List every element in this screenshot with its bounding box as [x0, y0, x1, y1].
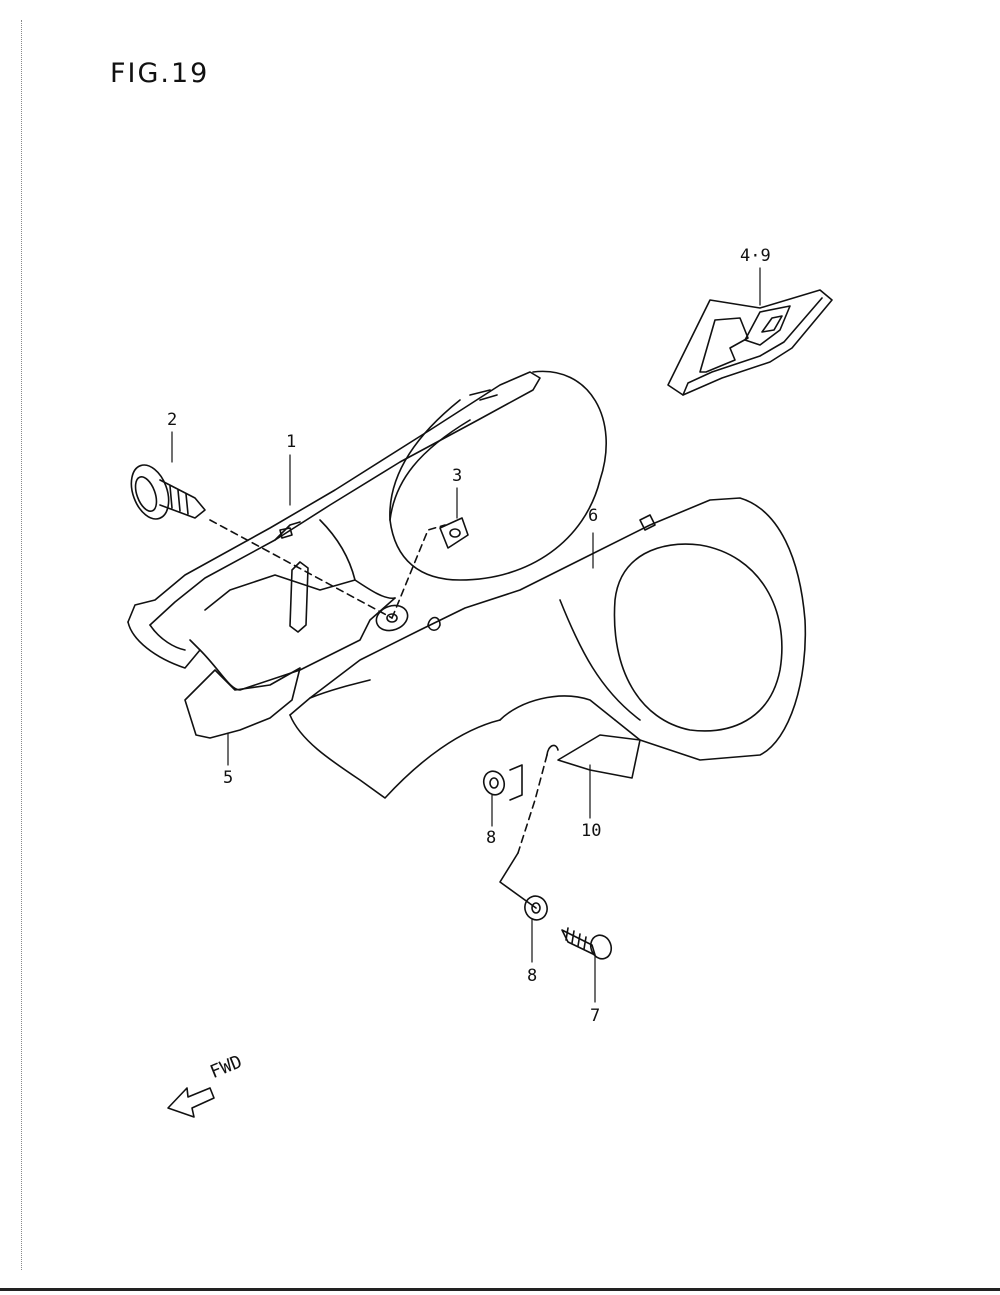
- assembly-solid-lines: [499, 744, 559, 909]
- cushion-part: [557, 734, 641, 779]
- washer-lower-part: [524, 895, 548, 921]
- lower-chain-cover-part: [289, 497, 807, 799]
- bottom-border-line: [0, 1288, 1000, 1291]
- callout-8-lower: 8: [527, 966, 538, 986]
- washer-upper-part: [482, 770, 506, 796]
- callout-4-9: 4·9: [740, 246, 771, 266]
- assembly-guide-lines: [209, 519, 548, 854]
- emblem-part: [667, 289, 833, 396]
- knob-screw-part: [130, 464, 206, 520]
- seal-strip-part: [184, 667, 301, 739]
- forward-arrow-icon: [167, 1087, 215, 1118]
- callout-1: 1: [286, 432, 297, 452]
- grommet-part: [375, 604, 409, 632]
- callout-3: 3: [452, 466, 463, 486]
- callout-2: 2: [167, 410, 178, 430]
- callout-6: 6: [588, 506, 599, 526]
- upper-chain-cover-part: [127, 370, 607, 691]
- figure-title: FIG.19: [110, 58, 210, 89]
- callout-leaders: [171, 267, 761, 1003]
- clip-nut-part: [439, 517, 469, 549]
- left-margin-rule: [21, 20, 22, 1270]
- callout-7: 7: [590, 1006, 601, 1026]
- callout-5: 5: [223, 768, 234, 788]
- callout-8-upper: 8: [486, 828, 497, 848]
- callout-10: 10: [581, 821, 602, 841]
- bolt-part: [561, 927, 613, 960]
